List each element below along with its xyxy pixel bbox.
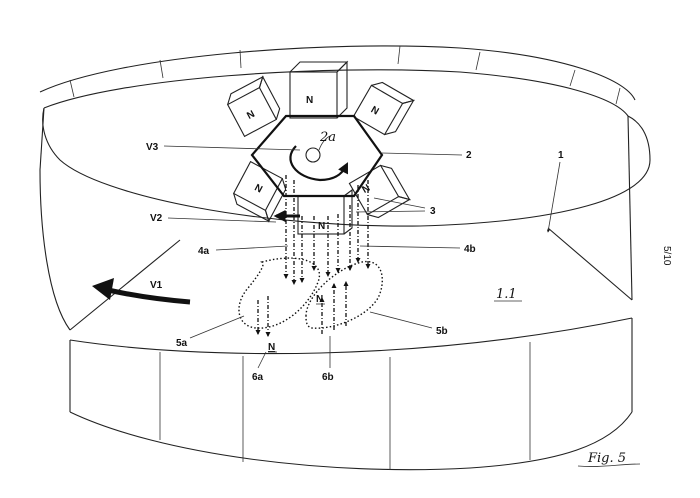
magnet-top-label: N xyxy=(306,95,313,106)
magnet-upper-right-label: N xyxy=(369,104,381,117)
platform-top-ellipse xyxy=(42,107,651,227)
area-label: 1.1 xyxy=(496,287,517,302)
field-lines xyxy=(283,175,371,286)
magnet-upper-right: N xyxy=(352,81,415,136)
label-5b: 5b xyxy=(436,326,448,337)
loop-5b xyxy=(305,260,383,329)
velocity-arrow-v1 xyxy=(92,278,191,305)
magnet-upper-left-label: N xyxy=(245,109,257,122)
inner-rim-edge xyxy=(43,69,629,117)
figure-caption: Fig. 5 xyxy=(587,451,626,466)
induced-loops: N N xyxy=(238,257,383,353)
magnet-top: N xyxy=(288,60,349,119)
label-v2: V2 xyxy=(150,213,163,224)
label-6a: 6a xyxy=(252,372,264,383)
center-axis xyxy=(305,147,321,163)
label-v3: V3 xyxy=(146,142,159,153)
label-4a: 4a xyxy=(198,246,210,257)
outer-rim-top xyxy=(39,45,636,101)
reference-labels: V3 2 1 3 V2 4a 4b V1 5a 5b 6a 6b 1.1 xyxy=(146,142,564,383)
label-2: 2 xyxy=(466,150,472,161)
center-label-2a: 2a xyxy=(319,130,336,145)
drum-left-edge xyxy=(39,169,71,331)
label-4b: 4b xyxy=(464,244,476,255)
band-bottom-edge xyxy=(69,411,633,471)
label-v1: V1 xyxy=(150,280,163,291)
loop-5a xyxy=(238,257,321,329)
magnet-lower-left-label: N xyxy=(252,182,264,195)
label-3: 3 xyxy=(430,206,436,217)
magnet-lower-right-label: N xyxy=(360,183,372,196)
label-5a: 5a xyxy=(176,338,188,349)
label-1: 1 xyxy=(558,150,564,161)
rotor: N N N N N xyxy=(226,60,415,235)
rotation-arrow-v3 xyxy=(289,145,348,182)
magnet-lower-right: N xyxy=(348,164,411,219)
ring-structure xyxy=(39,45,651,471)
pole-b-label: N xyxy=(316,294,323,305)
leader-lines xyxy=(163,145,561,369)
pole-a-label: N xyxy=(268,342,275,353)
magnet-bottom-label: N xyxy=(318,221,325,232)
magnet-lower-left: N xyxy=(232,160,287,223)
band-top-edge xyxy=(69,317,633,355)
magnet-upper-left: N xyxy=(226,75,281,138)
label-6b: 6b xyxy=(322,372,334,383)
page-marker: 5/10 xyxy=(661,246,672,266)
hexagon-hub xyxy=(250,114,384,198)
